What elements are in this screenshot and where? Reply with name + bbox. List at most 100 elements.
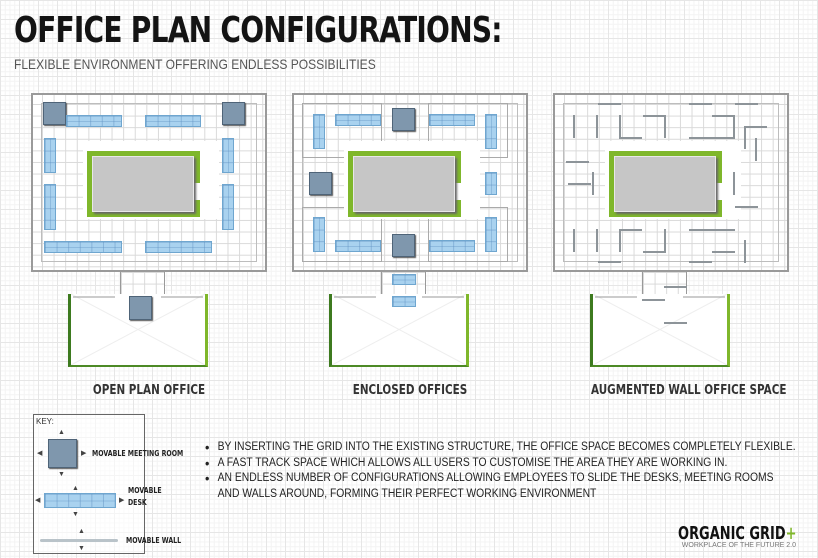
arrow-right-icon: ▶ bbox=[81, 450, 87, 457]
bullet-continuation: AND WALLS AROUND, FORMING THEIR PERFECT … bbox=[217, 487, 597, 500]
desk[interactable] bbox=[222, 138, 234, 173]
movable-wall[interactable] bbox=[664, 322, 687, 324]
desk[interactable] bbox=[44, 241, 122, 253]
arrow-left-icon: ◀ bbox=[37, 450, 43, 457]
key-label-wall: MOVABLE WALL bbox=[126, 536, 182, 545]
meeting-room[interactable] bbox=[43, 102, 66, 125]
desk[interactable] bbox=[145, 241, 212, 253]
movable-wall[interactable] bbox=[566, 161, 589, 163]
arrow-down-icon: ▼ bbox=[72, 511, 79, 518]
movable-wall[interactable] bbox=[619, 137, 642, 139]
plan-enclosed: ENCLOSED OFFICES bbox=[292, 93, 528, 398]
movable-wall[interactable] bbox=[689, 137, 735, 139]
arrow-up-icon: ▲ bbox=[58, 429, 65, 436]
page-title: OFFICE PLAN CONFIGURATIONS: bbox=[14, 10, 503, 51]
desk[interactable] bbox=[335, 240, 381, 252]
movable-wall[interactable] bbox=[664, 115, 666, 138]
desk[interactable] bbox=[313, 114, 325, 149]
building-core bbox=[353, 156, 455, 212]
movable-wall[interactable] bbox=[598, 261, 621, 263]
meeting-room[interactable] bbox=[392, 108, 415, 131]
desk[interactable] bbox=[429, 114, 475, 126]
movable-wall[interactable] bbox=[689, 261, 712, 263]
arrow-down-icon: ▼ bbox=[58, 471, 65, 478]
plan-label: OPEN PLAN OFFICE bbox=[92, 383, 206, 398]
key-label-desk-line1-outer: MOVABLE bbox=[128, 486, 162, 495]
movable-wall[interactable] bbox=[755, 138, 757, 161]
movable-wall[interactable] bbox=[689, 229, 735, 231]
movable-wall[interactable] bbox=[712, 115, 735, 117]
movable-wall[interactable] bbox=[712, 251, 735, 253]
movable-wall[interactable] bbox=[619, 229, 621, 252]
atrium bbox=[68, 294, 208, 367]
key-label-meeting-room: MOVABLE MEETING ROOM bbox=[92, 449, 184, 458]
desk[interactable] bbox=[429, 240, 475, 252]
plan-label: ENCLOSED OFFICES bbox=[352, 383, 468, 398]
meeting-room[interactable] bbox=[129, 296, 152, 320]
desk[interactable] bbox=[44, 138, 56, 173]
building-core bbox=[92, 156, 194, 212]
desk[interactable] bbox=[222, 184, 234, 230]
brand-logo: ORGANIC GRID+ WORKPLACE OF THE FUTURE 2.… bbox=[632, 523, 796, 549]
movable-wall[interactable] bbox=[735, 103, 758, 105]
movable-wall[interactable] bbox=[664, 229, 666, 252]
movable-wall[interactable] bbox=[573, 115, 575, 138]
movable-wall[interactable] bbox=[592, 172, 594, 195]
key-meeting-room-swatch bbox=[48, 439, 77, 468]
movable-wall[interactable] bbox=[733, 172, 735, 195]
movable-wall[interactable] bbox=[664, 286, 687, 288]
desk[interactable] bbox=[313, 217, 325, 252]
meeting-room[interactable] bbox=[309, 172, 332, 195]
bullet-item: BY INSERTING THE GRID INTO THE EXISTING … bbox=[205, 440, 796, 456]
movable-wall[interactable] bbox=[598, 103, 621, 105]
desk[interactable] bbox=[145, 115, 201, 127]
movable-wall[interactable] bbox=[619, 229, 642, 231]
arrow-down-icon: ▼ bbox=[78, 545, 85, 552]
movable-wall[interactable] bbox=[744, 240, 746, 263]
building-core bbox=[614, 156, 716, 212]
movable-wall[interactable] bbox=[619, 115, 621, 138]
movable-wall[interactable] bbox=[733, 115, 735, 138]
desk[interactable] bbox=[485, 172, 497, 195]
brand-name: ORGANIC GRID+ bbox=[677, 523, 796, 544]
plan-augmented-wall: AUGMENTED WALL OFFICE SPACE bbox=[553, 93, 789, 398]
movable-wall[interactable] bbox=[643, 115, 666, 117]
movable-wall[interactable] bbox=[573, 229, 575, 252]
arrow-left-icon: ◀ bbox=[35, 497, 41, 504]
legend-key: KEY: ▲ ◀ ▶ ▼ MOVABLE MEETING ROOM ▲ ◀ ▶ … bbox=[33, 414, 183, 554]
key-title: KEY: bbox=[36, 417, 54, 426]
plus-icon: + bbox=[785, 523, 796, 544]
plan-open-plan: OPEN PLAN OFFICE bbox=[31, 93, 267, 398]
key-wall-swatch bbox=[40, 539, 118, 542]
meeting-room[interactable] bbox=[222, 102, 245, 125]
bullet-item: A FAST TRACK SPACE WHICH ALLOWS ALL USER… bbox=[205, 456, 796, 472]
desk[interactable] bbox=[66, 115, 122, 127]
movable-wall[interactable] bbox=[568, 183, 591, 185]
desk[interactable] bbox=[485, 114, 497, 149]
movable-wall[interactable] bbox=[596, 229, 598, 252]
page-subtitle: FLEXIBLE ENVIRONMENT OFFERING ENDLESS PO… bbox=[14, 56, 376, 72]
movable-wall[interactable] bbox=[643, 251, 666, 253]
bullet-item: AN ENDLESS NUMBER OF CONFIGURATIONS ALLO… bbox=[205, 471, 796, 487]
movable-wall[interactable] bbox=[689, 103, 712, 105]
brand-tagline: WORKPLACE OF THE FUTURE 2.0 bbox=[681, 542, 796, 549]
desk[interactable] bbox=[485, 217, 497, 252]
desk[interactable] bbox=[335, 114, 381, 126]
desk[interactable] bbox=[392, 274, 416, 285]
arrow-up-icon: ▲ bbox=[78, 528, 85, 535]
arrow-up-icon: ▲ bbox=[72, 485, 79, 492]
plan-label: AUGMENTED WALL OFFICE SPACE bbox=[591, 383, 787, 398]
key-desk-swatch bbox=[44, 493, 116, 508]
key-label-desk-line2: DESK bbox=[128, 498, 147, 507]
movable-wall[interactable] bbox=[744, 126, 746, 149]
movable-wall[interactable] bbox=[642, 299, 665, 301]
desk[interactable] bbox=[392, 296, 416, 307]
movable-wall[interactable] bbox=[596, 115, 598, 138]
arrow-right-icon: ▶ bbox=[119, 497, 125, 504]
desk[interactable] bbox=[44, 184, 56, 230]
atrium bbox=[590, 294, 730, 367]
meeting-room[interactable] bbox=[392, 234, 415, 257]
movable-wall[interactable] bbox=[744, 126, 767, 128]
movable-wall[interactable] bbox=[735, 206, 758, 208]
description-bullets: BY INSERTING THE GRID INTO THE EXISTING … bbox=[205, 440, 796, 502]
